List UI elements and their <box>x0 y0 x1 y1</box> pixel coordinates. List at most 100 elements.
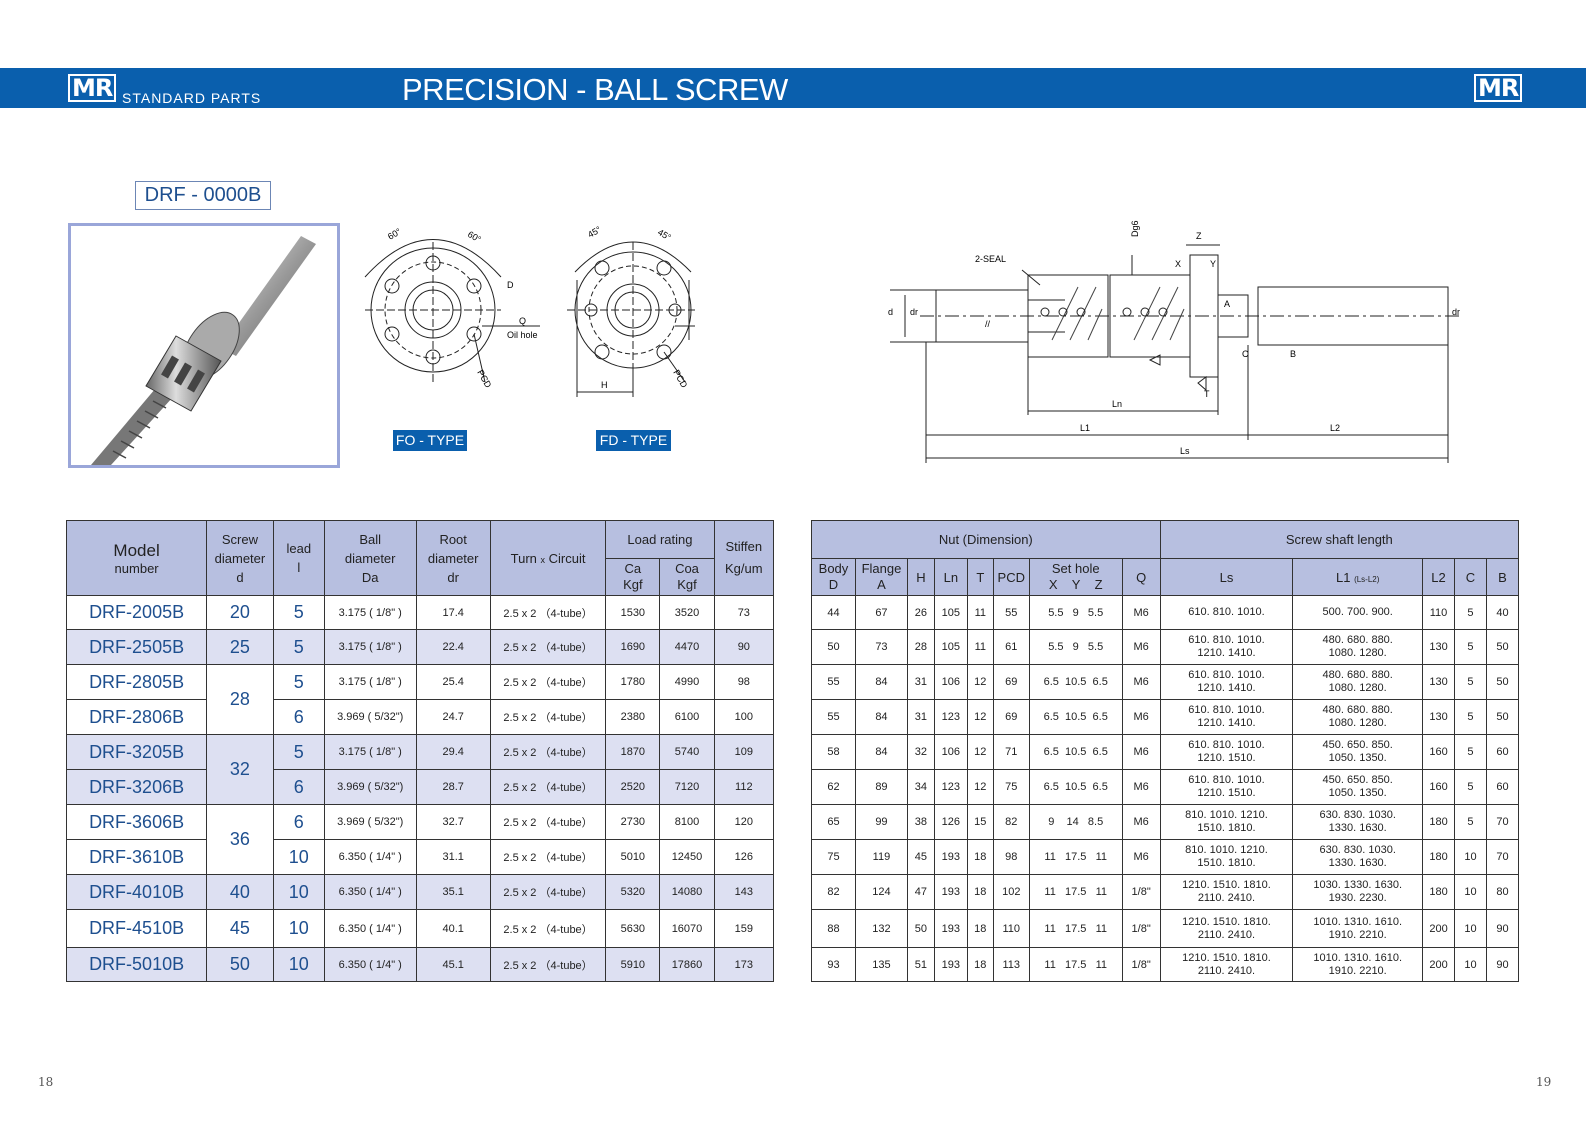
cell-ca: 5630 <box>605 909 661 948</box>
cell-b: 50 <box>1485 699 1520 735</box>
cell-coa: 4990 <box>659 664 715 700</box>
cell-h: 45 <box>906 839 935 875</box>
cell-pcd: 61 <box>992 629 1030 665</box>
cell-t: 12 <box>966 699 994 735</box>
cell-c: 10 <box>1454 947 1487 982</box>
cell-flange: 135 <box>854 947 908 982</box>
cell-model: DRF-4510B <box>65 909 208 948</box>
cell-ball-diameter: 6.350 ( 1/4" ) <box>323 909 417 948</box>
dg6-label: Dg6 <box>1130 220 1140 237</box>
col-q: Q <box>1121 558 1161 596</box>
cell-turn-circuit: 2.5 x 2 （4-tube） <box>489 874 607 910</box>
cell-screw-diameter: 45 <box>206 909 274 948</box>
cell-root-diameter: 22.4 <box>415 629 491 665</box>
cell-ls: 810. 1010. 1210.1510. 1810. <box>1159 839 1294 875</box>
cell-t: 15 <box>966 804 994 840</box>
cell-body: 75 <box>811 839 856 875</box>
cell-ls-line-2: 2110. 2410. <box>1197 892 1256 904</box>
cell-flange: 99 <box>854 804 908 840</box>
cell-b: 90 <box>1485 947 1520 982</box>
fo-angle-label-2: 60° <box>466 229 483 245</box>
cell-xyz: 11 17.5 11 <box>1028 874 1123 910</box>
cell-xyz: 5.5 9 5.5 <box>1028 595 1123 630</box>
cell-xyz: 11 17.5 11 <box>1028 909 1123 948</box>
cell-model: DRF-5010B <box>65 947 208 982</box>
cell-ln: 105 <box>933 595 968 630</box>
cell-ls-line-2: 1210. 1510. <box>1197 752 1256 764</box>
cell-lead: 5 <box>272 595 325 630</box>
cell-ls-line-1: 610. 810. 1010. <box>1188 739 1265 751</box>
col-pcd: PCD <box>992 558 1030 596</box>
cell-flange: 132 <box>854 909 908 948</box>
cell-c: 10 <box>1454 839 1487 875</box>
col-ls: Ls <box>1159 558 1294 596</box>
cell-flange: 73 <box>854 629 908 665</box>
cell-ca: 1690 <box>605 629 661 665</box>
cell-coa: 12450 <box>659 839 715 875</box>
cell-ca: 2520 <box>605 769 661 805</box>
cell-flange: 89 <box>854 769 908 805</box>
cell-root-diameter: 32.7 <box>415 804 491 840</box>
cell-l1-line-2: 1930. 2230. <box>1328 892 1387 904</box>
cell-ls-line-1: 610. 810. 1010. <box>1188 634 1265 646</box>
cell-root-diameter: 28.7 <box>415 769 491 805</box>
cell-l2: 130 <box>1422 699 1455 735</box>
cell-b: 60 <box>1485 769 1520 805</box>
cell-l1: 500. 700. 900. <box>1292 595 1424 630</box>
cell-root-diameter: 17.4 <box>415 595 491 630</box>
col-turn-circuit: Turn x Circuit <box>489 520 607 596</box>
cell-ls-line-2: 1210. 1410. <box>1197 717 1256 729</box>
cell-ls-line-1: 1210. 1510. 1810. <box>1182 879 1271 891</box>
cell-l1-line-1: 480. 680. 880. <box>1322 669 1393 681</box>
cell-pcd: 113 <box>992 947 1030 982</box>
cell-b: 70 <box>1485 839 1520 875</box>
cell-h: 38 <box>906 804 935 840</box>
fd-angle-label-1: 45° <box>586 224 603 240</box>
t-label: T <box>1204 389 1210 399</box>
cell-ls-line-2: 1210. 1410. <box>1197 682 1256 694</box>
cell-t: 18 <box>966 909 994 948</box>
cell-stiffen: 100 <box>713 699 775 735</box>
cell-body: 55 <box>811 699 856 735</box>
page-number-left: 18 <box>38 1075 54 1089</box>
cell-root-diameter: 31.1 <box>415 839 491 875</box>
cell-pcd: 82 <box>992 804 1030 840</box>
cell-l1-line-2: 1050. 1350. <box>1328 752 1387 764</box>
cell-l1-line-2: 1910. 2210. <box>1328 928 1387 941</box>
cell-flange: 84 <box>854 734 908 770</box>
cell-body: 55 <box>811 664 856 700</box>
cell-turn-circuit: 2.5 x 2 （4-tube） <box>489 699 607 735</box>
col-nut-dimension: Nut (Dimension) <box>811 520 1161 559</box>
cell-coa: 17860 <box>659 947 715 982</box>
cell-l2: 200 <box>1422 909 1455 948</box>
fd-h-label: H <box>601 380 608 390</box>
col-h: H <box>906 558 935 596</box>
l2-label: L2 <box>1330 423 1340 433</box>
cell-pcd: 98 <box>992 839 1030 875</box>
cell-lead: 5 <box>272 664 325 700</box>
cell-q: M6 <box>1121 699 1161 735</box>
cell-xyz: 11 17.5 11 <box>1028 839 1123 875</box>
col-load-rating: Load rating <box>605 520 715 559</box>
cell-ca: 1870 <box>605 734 661 770</box>
cell-h: 31 <box>906 664 935 700</box>
cell-flange: 84 <box>854 699 908 735</box>
cell-h: 32 <box>906 734 935 770</box>
cell-l1-line-2: 1910. 2210. <box>1328 964 1387 977</box>
cell-ball-diameter: 3.969 ( 5/32") <box>323 769 417 805</box>
col-ln: Ln <box>933 558 968 596</box>
cell-t: 11 <box>966 629 994 665</box>
